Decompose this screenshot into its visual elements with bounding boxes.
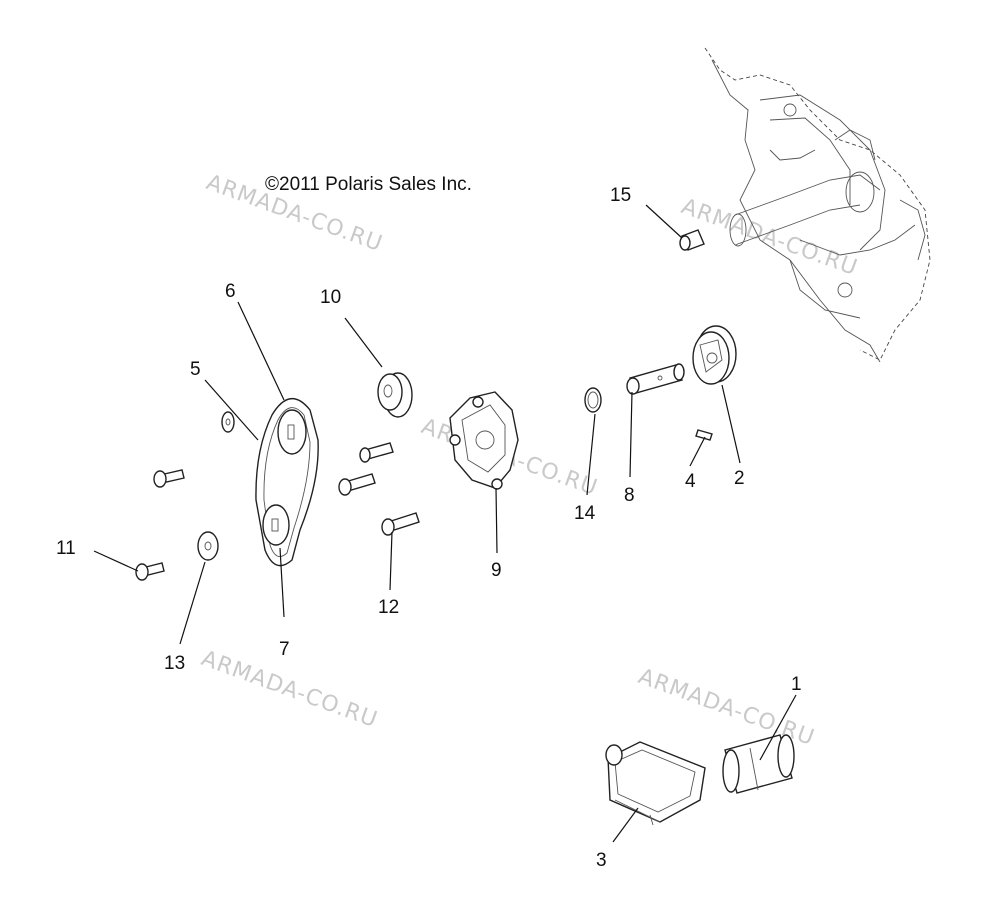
part-15-dowel bbox=[679, 229, 705, 251]
watermark-2: ARMADA-CO.RU bbox=[678, 194, 861, 281]
bolt-upper-left bbox=[153, 469, 185, 488]
part-13-washer bbox=[197, 531, 219, 561]
part-14-oring bbox=[584, 387, 602, 413]
part-10-seal bbox=[377, 372, 413, 418]
part-4-pin bbox=[695, 429, 713, 441]
callout-1: 1 bbox=[791, 674, 802, 695]
callout-3: 3 bbox=[596, 850, 607, 871]
callouts: 1 2 3 4 5 6 7 8 9 10 11 12 13 14 15 bbox=[56, 185, 802, 871]
part-3-strainer bbox=[605, 741, 706, 826]
callout-6: 6 bbox=[225, 281, 236, 302]
part-5-washer bbox=[221, 411, 235, 433]
part-11-bolt bbox=[135, 562, 165, 581]
part-8-shaft bbox=[626, 363, 685, 395]
callout-7: 7 bbox=[279, 639, 290, 660]
crankcase-housing bbox=[704, 47, 931, 363]
callout-12: 12 bbox=[378, 597, 399, 618]
callout-9: 9 bbox=[491, 560, 502, 581]
callout-2: 2 bbox=[734, 468, 745, 489]
callout-11: 11 bbox=[56, 538, 76, 559]
callout-8: 8 bbox=[624, 485, 635, 506]
part-2-rotor bbox=[692, 325, 737, 385]
part-9-pump-body bbox=[449, 391, 519, 490]
callout-4: 4 bbox=[685, 471, 696, 492]
part-6-7-chain-sprockets bbox=[255, 398, 319, 567]
callout-13: 13 bbox=[164, 653, 185, 674]
part-12-bolts bbox=[338, 442, 420, 536]
leader-lines bbox=[93, 204, 797, 843]
callout-10: 10 bbox=[320, 287, 341, 308]
callout-15: 15 bbox=[610, 185, 631, 206]
copyright-notice: ©2011 Polaris Sales Inc. bbox=[265, 174, 472, 195]
part-1-sleeve bbox=[722, 734, 795, 794]
callout-5: 5 bbox=[190, 359, 201, 380]
callout-14: 14 bbox=[574, 503, 596, 524]
